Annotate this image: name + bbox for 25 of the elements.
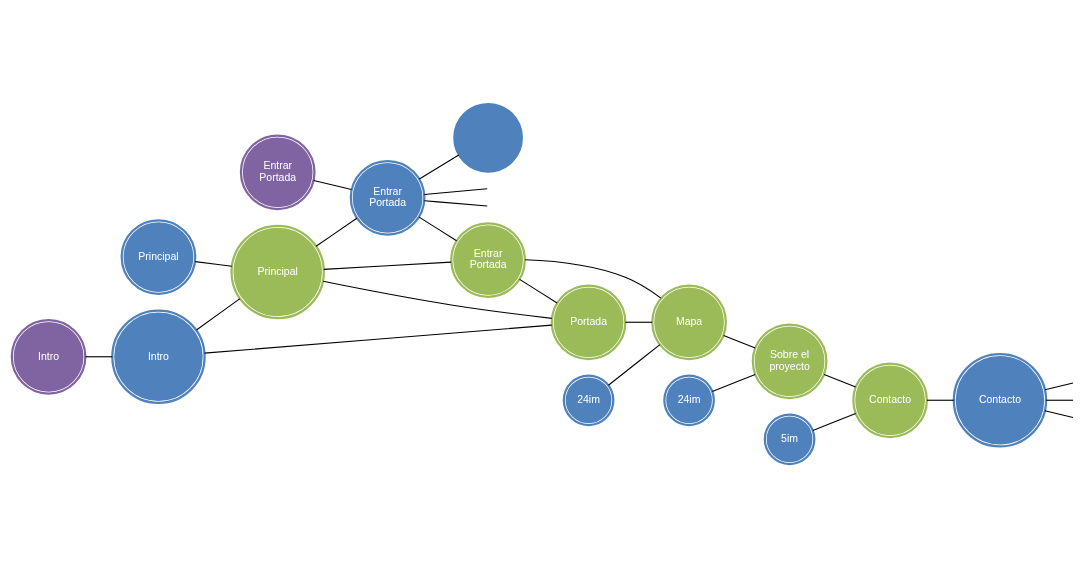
connector	[315, 217, 358, 247]
connector	[1045, 399, 1074, 401]
connector	[823, 374, 857, 388]
connector	[812, 412, 857, 431]
connector	[1044, 382, 1074, 391]
connector	[607, 344, 661, 386]
node-circle	[453, 102, 523, 173]
connector	[203, 324, 553, 354]
connector	[711, 373, 756, 392]
connector	[423, 188, 488, 196]
connector	[195, 298, 241, 331]
connector	[926, 399, 955, 401]
connector	[194, 261, 233, 267]
connector	[323, 261, 452, 270]
connector	[723, 335, 756, 349]
connector	[524, 259, 662, 299]
connector	[84, 356, 113, 358]
connector	[423, 200, 488, 207]
connector	[1044, 410, 1074, 419]
connector	[418, 216, 458, 242]
connector	[418, 154, 460, 180]
connector	[322, 280, 553, 319]
connector	[313, 179, 353, 190]
connector	[519, 278, 558, 304]
connector	[624, 321, 653, 323]
